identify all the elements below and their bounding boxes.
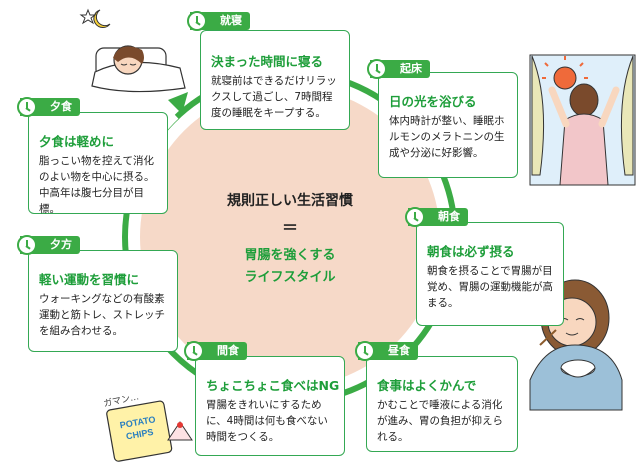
center-line-3: 胃腸を強くする — [244, 248, 336, 263]
lunch-body: かむことで唾液による消化が進み、胃の負担が抑えられる。 — [377, 399, 503, 443]
snack-body: 胃腸をきれいにするために、4時間は何も食べない時間をつくる。 — [206, 399, 328, 443]
clock-icon — [17, 97, 37, 117]
evening-body: ウォーキングなどの有酸素運動と筋トレ、ストレッチを組み合わせる。 — [39, 293, 165, 337]
clock-icon — [17, 235, 37, 255]
morning-window-illustration — [529, 54, 636, 186]
clock-icon — [405, 207, 425, 227]
dinner-heading: 夕食は軽めに — [39, 134, 115, 149]
breakfast-body: 朝食を摂ることで胃腸が目覚め、胃腸の運動機能が高まる。 — [427, 265, 553, 309]
sleep-body: 就寝前はできるだけリラックスして過ごし、7時間程度の睡眠をキープする。 — [211, 75, 337, 119]
card-evening: 軽い運動を習慣に ウォーキングなどの有酸素運動と筋トレ、ストレッチを組み合わせる… — [28, 250, 178, 352]
sleep-heading: 決まった時間に寝る — [211, 54, 324, 69]
lunch-heading: 食事はよくかんで — [377, 378, 477, 393]
chips-text-2: CHIPS — [125, 427, 154, 442]
card-snack: ちょこちょこ食べはNG 胃腸をきれいにするために、4時間は何も食べない時間をつく… — [195, 356, 345, 456]
sleeping-person-illustration — [79, 8, 186, 93]
snack-heading: ちょこちょこ食べはNG — [206, 378, 340, 393]
dinner-body: 脂っこい物を控えて消化のよい物を中心に摂る。中高年は腹七分目が目標。 — [39, 155, 155, 215]
clock-icon — [367, 59, 387, 79]
clock-icon — [184, 341, 204, 361]
wake-heading: 日の光を浴びる — [389, 94, 477, 109]
card-lunch: 食事はよくかんで かむことで唾液による消化が進み、胃の負担が抑えられる。 — [366, 356, 518, 452]
card-breakfast: 朝食は必ず摂る 朝食を摂ることで胃腸が目覚め、胃腸の運動機能が高まる。 — [416, 222, 564, 326]
evening-heading: 軽い運動を習慣に — [39, 272, 140, 287]
card-sleep: 決まった時間に寝る 就寝前はできるだけリラックスして過ごし、7時間程度の睡眠をキ… — [200, 30, 350, 130]
breakfast-heading: 朝食は必ず摂る — [427, 244, 515, 259]
potato-chips-illustration: POTATO CHIPS — [106, 400, 193, 462]
center-line-1: 規則正しい生活習慣 — [227, 193, 353, 209]
center-circle — [140, 87, 440, 387]
clock-icon — [187, 11, 207, 31]
clock-icon — [355, 341, 375, 361]
card-dinner: 夕食は軽めに 脂っこい物を控えて消化のよい物を中心に摂る。中高年は腹七分目が目標… — [28, 112, 168, 215]
card-wake: 日の光を浴びる 体内時計が整い、睡眠ホルモンのメラトニンの生成や分泌に好影響。 — [378, 72, 518, 178]
cycle-arrowhead — [168, 92, 188, 114]
wake-body: 体内時計が整い、睡眠ホルモンのメラトニンの生成や分泌に好影響。 — [389, 115, 505, 159]
center-line-4: ライフスタイル — [244, 270, 336, 285]
center-equals: ＝ — [281, 218, 298, 237]
